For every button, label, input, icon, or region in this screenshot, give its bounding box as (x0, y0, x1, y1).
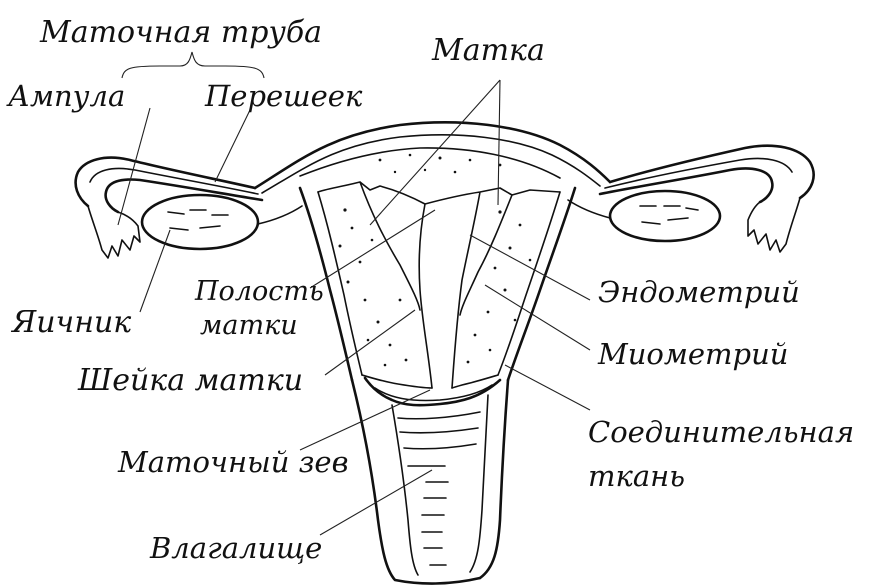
label-connective-2: ткань (588, 459, 685, 493)
right-ovary (610, 191, 720, 241)
right-tube-lower (600, 169, 772, 203)
right-ovarian-ligament (568, 200, 610, 218)
label-vagina: Влагалище (149, 531, 322, 565)
label-external-os: Маточный зев (117, 445, 348, 479)
right-ovary-texture (640, 206, 698, 224)
leader-ampulla (118, 108, 150, 225)
left-ovarian-ligament (258, 206, 302, 224)
uterus-fundus-inner (262, 135, 600, 193)
label-fallopian-tube: Маточная труба (39, 15, 322, 50)
label-ampulla: Ампула (6, 79, 125, 113)
myometrium-stipple (339, 154, 532, 367)
left-ovary-texture (168, 210, 228, 230)
leader-endometrium (470, 235, 590, 300)
label-myometrium: Миометрий (597, 337, 788, 371)
vagina-left-wall (352, 380, 480, 584)
label-connective-1: Соединительная (588, 415, 854, 449)
tube-bracket (122, 52, 264, 78)
label-ovary: Яичник (10, 305, 131, 340)
uterus-right-inner-wall (498, 192, 560, 375)
uterus-left-inner-wall (318, 192, 362, 375)
right-fimbriae (748, 198, 800, 252)
label-endometrium: Эндометрий (598, 275, 800, 309)
right-tube-upper (610, 146, 814, 198)
leader-uterus-2 (498, 80, 500, 205)
label-uterus: Матка (431, 33, 545, 68)
uterine-cavity-outline (318, 182, 560, 388)
left-ovary (142, 195, 258, 249)
label-uterine-cavity-2: матки (200, 310, 298, 341)
leader-isthmus (215, 110, 250, 182)
leader-ovary (140, 230, 170, 312)
leader-vagina (320, 470, 432, 535)
label-isthmus: Перешеек (204, 79, 363, 113)
uterus-right-wall (508, 188, 575, 380)
label-cervix: Шейка матки (77, 363, 303, 398)
vagina-inner-right (470, 395, 488, 572)
external-os-inner (375, 385, 492, 401)
left-fimbriae (88, 206, 140, 258)
vagina-inner-left (392, 405, 418, 575)
leader-connective (505, 365, 590, 410)
label-uterine-cavity-1: Полость (194, 276, 324, 307)
